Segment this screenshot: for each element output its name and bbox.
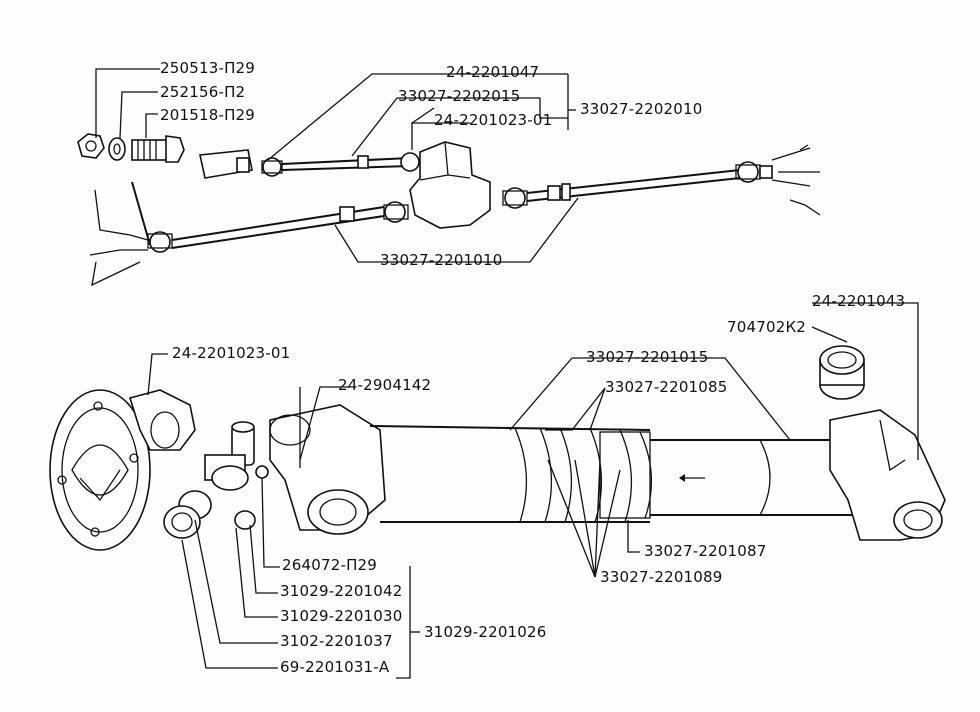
label-top-washer: 252156-П2 [160, 83, 245, 101]
bearing-cups [163, 490, 212, 539]
splined-shaft-part [650, 409, 946, 541]
label-top-nut: 250513-П29 [160, 59, 255, 77]
tube-part [369, 425, 653, 523]
label-bot-69-2201031: 69-2201031-А [280, 658, 390, 676]
label-bot-flange-yoke: 24-2201023-01 [172, 344, 290, 362]
label-top-rear-shaft: 33027-2201010 [380, 251, 503, 269]
label-top-shaft-front: 24-2201047 [446, 63, 539, 81]
bottom-assembly: 24-2201023-01 24-2904142 33027-2201015 3… [49, 292, 946, 679]
flange-yoke-part [49, 389, 196, 551]
label-bot-cross: 31029-2201042 [280, 582, 403, 600]
top-assembly: 250513-П29 252156-П2 201518-П29 24-22010… [77, 59, 821, 287]
label-top-bolt: 201518-П29 [160, 106, 255, 124]
label-bot-boot: 33027-2201085 [605, 378, 728, 396]
label-bot-bearing: 704702К2 [727, 318, 806, 336]
bolt-part [131, 135, 185, 163]
label-bot-3102-2201037: 3102-2201037 [280, 632, 393, 650]
label-top-flange-yoke: 24-2201023-01 [434, 111, 552, 129]
label-top-cardan-assembly: 33027-2202010 [580, 100, 703, 118]
label-bot-31029-2201030: 31029-2201030 [280, 607, 403, 625]
label-bot-31029-2201026: 31029-2201026 [424, 623, 547, 641]
bottom-leaders [147, 302, 919, 679]
washer-part [108, 137, 126, 161]
label-bot-33027-2201087: 33027-2201087 [644, 542, 767, 560]
nut-part [77, 133, 105, 159]
label-top-shaft-front-tube: 33027-2202015 [398, 87, 521, 105]
label-bot-yoke: 24-2201043 [812, 292, 905, 310]
label-bot-33027-2201089: 33027-2201089 [600, 568, 723, 586]
needle-bearing-part [819, 345, 865, 400]
slip-yoke-part [269, 404, 386, 535]
label-bot-washer: 264072-П29 [282, 556, 377, 574]
rear-shaft-right [502, 144, 821, 216]
label-bot-grease-fitting: 24-2904142 [338, 376, 431, 394]
top-leaders [95, 68, 579, 263]
rear-shaft-left [147, 201, 409, 253]
center-support [409, 141, 491, 229]
front-shaft [199, 149, 420, 179]
label-bot-tube: 33027-2201015 [586, 348, 709, 366]
